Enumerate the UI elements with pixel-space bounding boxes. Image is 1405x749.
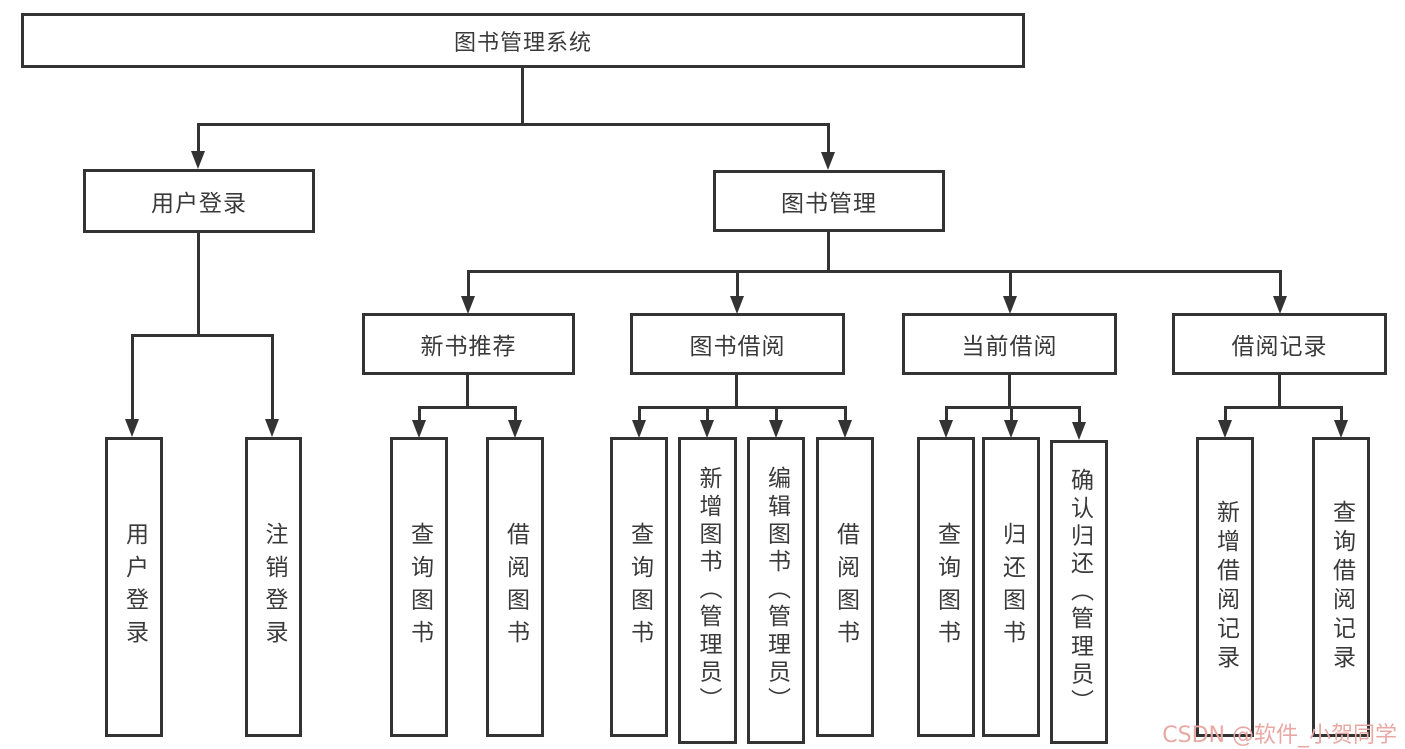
connector-line <box>1224 406 1227 422</box>
watermark: CSDN @软件_小贺同学 <box>1162 723 1397 748</box>
connector-line <box>131 334 274 337</box>
connector-line <box>827 123 830 155</box>
leaf-user-login: 用户登录 <box>105 437 163 737</box>
node-book-management: 图书管理 <box>713 170 945 232</box>
arrow-down-icon <box>769 420 783 438</box>
node-user-login: 用户登录 <box>83 169 315 233</box>
connector-line <box>945 406 948 422</box>
leaf-label: 归还图书 <box>998 521 1025 653</box>
leaf-query-borrow-record: 查询借阅记录 <box>1312 437 1370 737</box>
connector-line <box>418 406 517 409</box>
leaf-query-books-2: 查询图书 <box>610 437 668 737</box>
leaf-label: 确认归还（管理员） <box>1066 467 1093 717</box>
connector-line <box>945 406 1081 409</box>
leaf-label: 查询借阅记录 <box>1328 500 1355 674</box>
connector-line <box>197 123 200 155</box>
arrow-down-icon <box>1003 296 1017 314</box>
arrow-down-icon <box>1273 296 1287 314</box>
arrow-down-icon <box>700 420 714 438</box>
connector-line <box>467 270 470 298</box>
node-new-book-recommend: 新书推荐 <box>362 313 575 375</box>
leaf-label: 查询图书 <box>933 521 960 653</box>
arrow-down-icon <box>125 419 139 437</box>
leaf-borrow-books-2: 借阅图书 <box>816 437 874 737</box>
connector-line <box>706 406 709 422</box>
leaf-confirm-return-admin: 确认归还（管理员） <box>1050 440 1108 744</box>
leaf-query-books-1: 查询图书 <box>390 437 448 737</box>
leaf-label: 借阅图书 <box>502 521 529 653</box>
connector-line <box>638 406 847 409</box>
node-label: 图书借阅 <box>689 334 786 360</box>
arrow-down-icon <box>632 420 646 438</box>
connector-line <box>1010 406 1013 422</box>
connector-line <box>736 270 739 298</box>
connector-line <box>735 375 738 408</box>
connector-line <box>1278 375 1281 408</box>
leaf-borrow-books-1: 借阅图书 <box>486 437 544 737</box>
leaf-label: 注销登录 <box>261 521 287 653</box>
leaf-label: 用户登录 <box>121 521 148 653</box>
node-label: 当前借阅 <box>961 334 1058 360</box>
arrow-down-icon <box>412 420 426 438</box>
arrow-down-icon <box>1334 420 1348 438</box>
arrow-down-icon <box>1072 422 1086 440</box>
leaf-label: 借阅图书 <box>832 521 859 653</box>
arrow-down-icon <box>461 296 475 314</box>
connector-line <box>514 406 517 422</box>
leaf-label: 查询图书 <box>406 521 433 653</box>
connector-line <box>467 270 1282 273</box>
leaf-label: 编辑图书（管理员） <box>763 466 790 715</box>
node-label: 图书管理 <box>781 191 877 217</box>
arrow-down-icon <box>508 420 522 438</box>
connector-line <box>197 123 830 126</box>
connector-line <box>521 68 524 125</box>
connector-line <box>197 233 200 336</box>
arrow-down-icon <box>838 420 852 438</box>
leaf-label: 新增借阅记录 <box>1212 500 1239 674</box>
leaf-edit-book-admin: 编辑图书（管理员） <box>747 437 805 744</box>
connector-line <box>775 406 778 422</box>
leaf-logout: 注销登录 <box>245 437 302 737</box>
leaf-query-books-3: 查询图书 <box>917 437 975 737</box>
node-label: 借阅记录 <box>1231 334 1328 360</box>
connector-line <box>638 406 641 422</box>
connector-line <box>466 375 469 408</box>
connector-line <box>1009 270 1012 298</box>
connector-line <box>1279 270 1282 298</box>
connector-line <box>418 406 421 422</box>
arrow-down-icon <box>191 151 205 169</box>
arrow-down-icon <box>265 419 279 437</box>
arrow-down-icon <box>1218 420 1232 438</box>
connector-line <box>131 334 134 422</box>
connector-line <box>1008 375 1011 408</box>
connector-line <box>844 406 847 422</box>
leaf-label: 查询图书 <box>626 521 653 653</box>
leaf-add-book-admin: 新增图书（管理员） <box>678 437 737 744</box>
arrow-down-icon <box>821 152 835 170</box>
node-label: 新书推荐 <box>420 334 517 360</box>
node-label: 图书管理系统 <box>453 30 592 56</box>
leaf-label: 新增图书（管理员） <box>695 466 721 715</box>
leaf-add-borrow-record: 新增借阅记录 <box>1196 437 1254 737</box>
connector-line <box>271 334 274 422</box>
leaf-return-book: 归还图书 <box>982 437 1040 737</box>
connector-line <box>1078 406 1081 424</box>
connector-line <box>1224 406 1343 409</box>
node-current-borrow: 当前借阅 <box>902 313 1117 375</box>
node-library-system: 图书管理系统 <box>21 13 1025 68</box>
arrow-down-icon <box>1004 420 1018 438</box>
node-label: 用户登录 <box>151 191 247 217</box>
node-borrow-records: 借阅记录 <box>1172 313 1387 375</box>
arrow-down-icon <box>730 296 744 314</box>
connector-line <box>1340 406 1343 422</box>
arrow-down-icon <box>939 420 953 438</box>
node-book-borrow: 图书借阅 <box>630 313 845 375</box>
connector-line <box>827 232 830 273</box>
